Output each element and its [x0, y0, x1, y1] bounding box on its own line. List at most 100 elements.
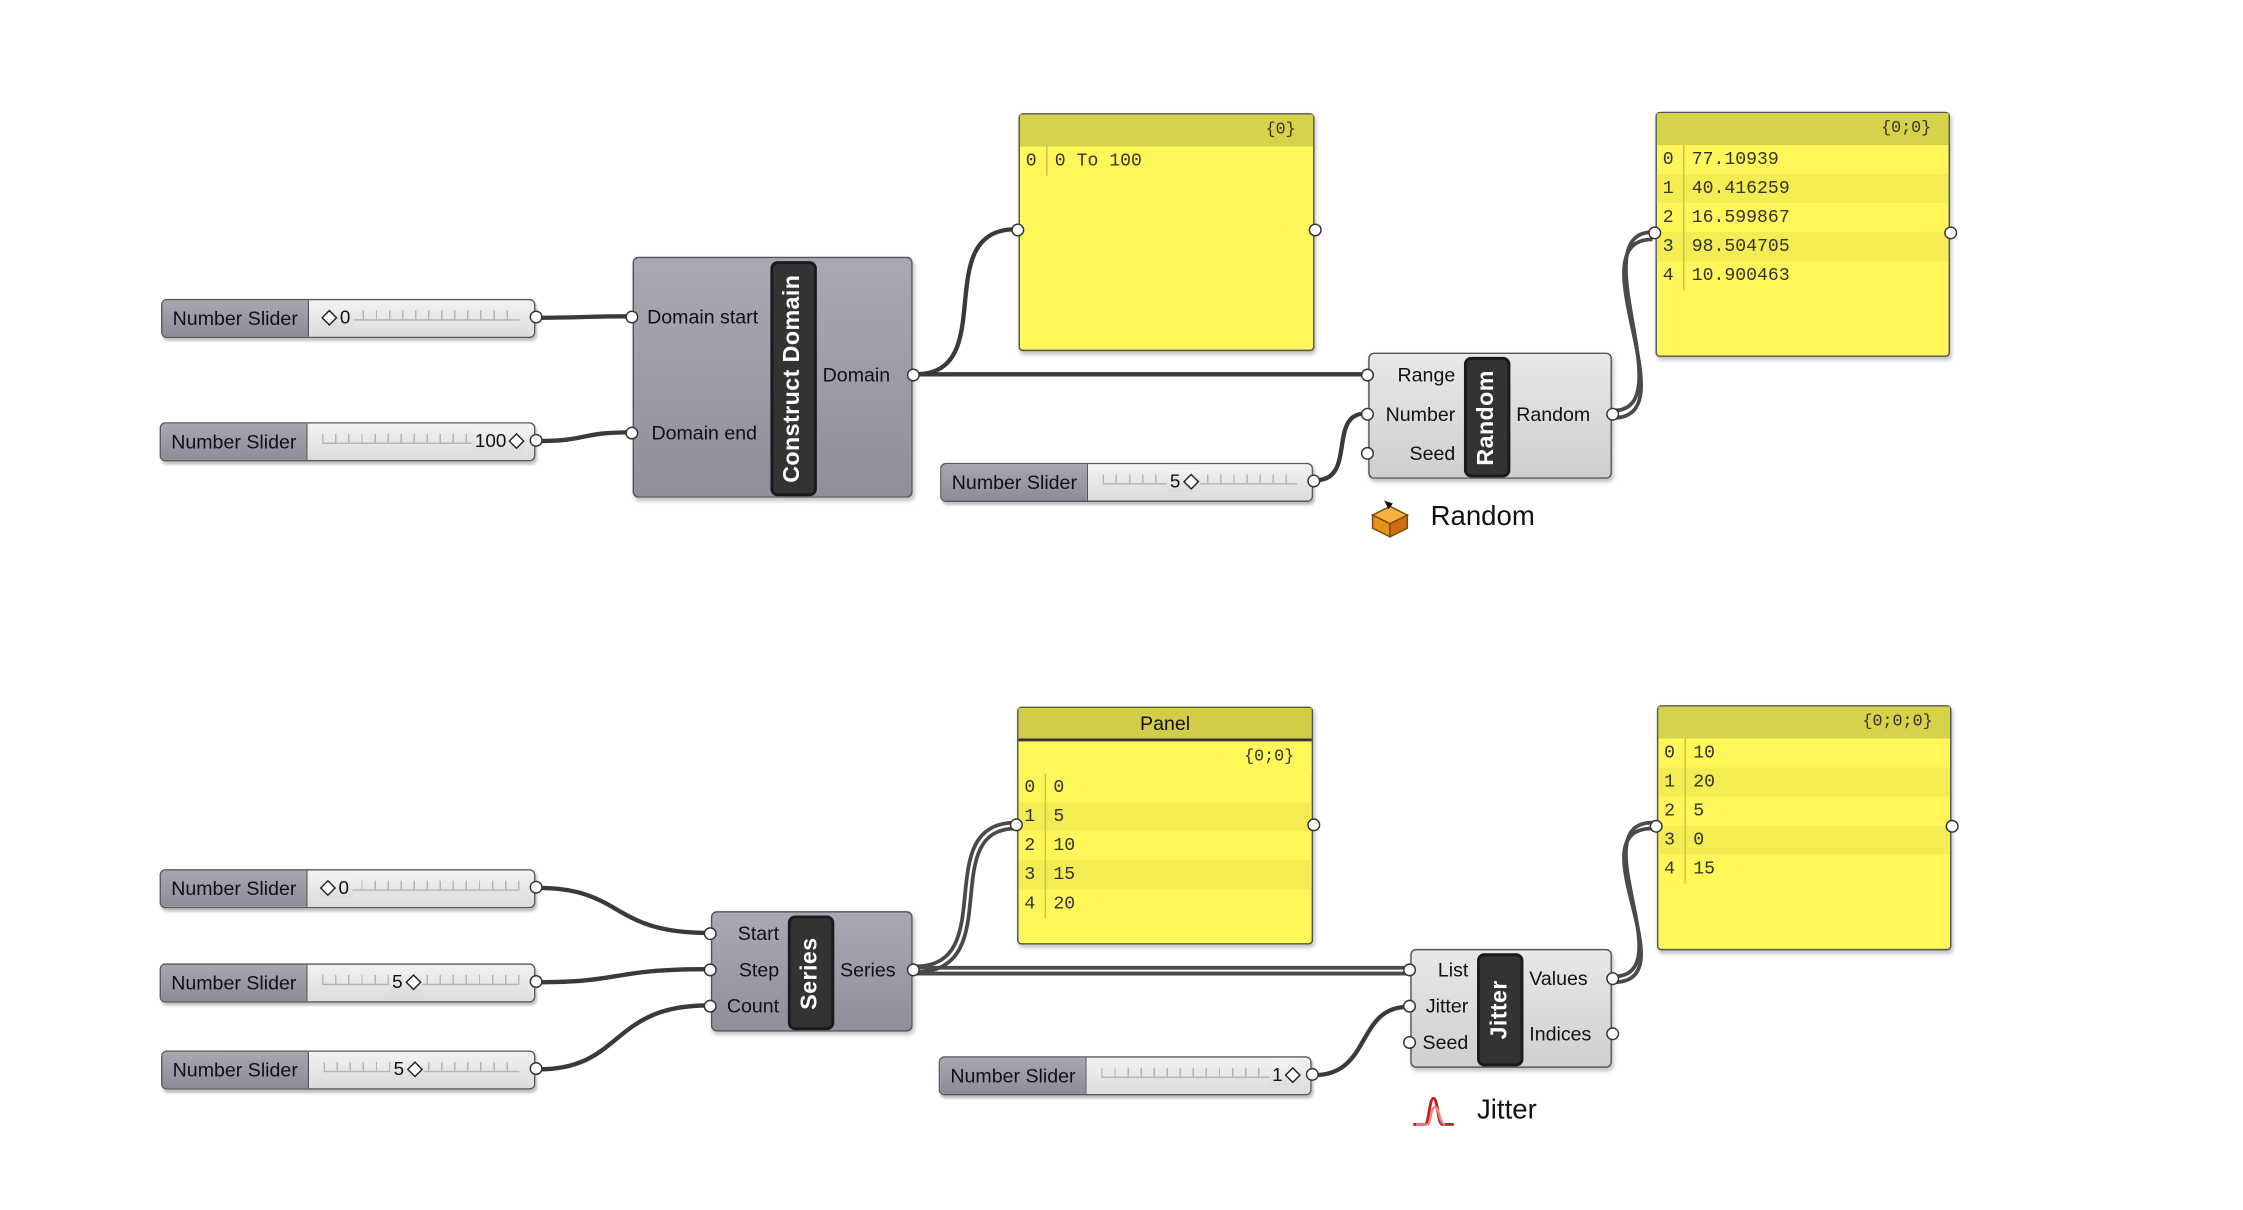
input-port-seed[interactable]: [1403, 1035, 1417, 1050]
slider-track[interactable]: 5: [1088, 464, 1312, 501]
slider-track[interactable]: 100: [307, 423, 534, 460]
input-port-domain-end[interactable]: [625, 426, 639, 440]
output-port-series[interactable]: [906, 963, 920, 977]
slider-label: Number Slider: [162, 1051, 310, 1089]
slider-grip[interactable]: 5: [390, 1057, 423, 1080]
output-label-indices: Indices: [1529, 1022, 1592, 1045]
jitter-caption: Jitter: [1410, 1093, 1537, 1131]
input-port[interactable]: [1011, 223, 1025, 237]
slider-grip-icon: [321, 308, 338, 326]
slider-random-number[interactable]: Number Slider 5: [940, 462, 1321, 503]
output-label-random: Random: [1516, 403, 1591, 426]
output-port-domain[interactable]: [906, 368, 920, 382]
slider-track[interactable]: 1: [1087, 1057, 1311, 1094]
slider-grip[interactable]: 5: [389, 970, 422, 993]
slider-value: 0: [339, 306, 351, 328]
series-component[interactable]: Start Step Count Series Series: [703, 911, 920, 1032]
wire-random-to-panel-a: [1613, 230, 1653, 413]
slider-label: Number Slider: [161, 964, 308, 1002]
slider-domain-start[interactable]: Number Slider 0: [161, 298, 543, 339]
slider-track[interactable]: 5: [307, 964, 534, 1002]
output-port[interactable]: [529, 880, 543, 894]
output-port[interactable]: [1308, 223, 1322, 237]
jitter-curve-icon: [1413, 1096, 1454, 1126]
wire-series-start: [538, 885, 709, 936]
wire-domain-to-panel: [915, 227, 1016, 377]
output-port[interactable]: [1944, 226, 1958, 240]
slider-domain-end[interactable]: Number Slider 100: [159, 422, 543, 462]
input-port[interactable]: [1649, 819, 1663, 833]
input-port[interactable]: [1648, 226, 1662, 240]
slider-grip[interactable]: 5: [1166, 470, 1200, 492]
output-label-series: Series: [840, 959, 896, 981]
slider-track[interactable]: 0: [307, 870, 534, 907]
output-port[interactable]: [529, 433, 543, 447]
wire-series-to-panel-a: [915, 820, 1016, 969]
input-label-jitter: Jitter: [1425, 995, 1469, 1018]
construct-domain-title: Construct Domain: [770, 261, 817, 497]
input-label-seed: Seed: [1409, 442, 1456, 465]
input-port-seed[interactable]: [1360, 446, 1375, 460]
input-label-domain-start: Domain start: [647, 306, 759, 328]
slider-value: 0: [338, 876, 349, 899]
output-port[interactable]: [1307, 818, 1321, 832]
input-port-range[interactable]: [1360, 368, 1375, 382]
panel-path: {0;0}: [1656, 113, 1949, 146]
output-port-indices[interactable]: [1606, 1027, 1620, 1041]
wire-domain-end: [538, 430, 629, 444]
random-component[interactable]: Range Number Seed Random Random: [1360, 352, 1620, 479]
slider-grip[interactable]: 0: [321, 306, 354, 328]
slider-track[interactable]: 5: [309, 1051, 534, 1089]
panel-path: {0}: [1019, 114, 1314, 147]
slider-series-step[interactable]: Number Slider 5: [159, 963, 543, 1003]
input-port-number[interactable]: [1360, 407, 1375, 421]
jitter-title: Jitter: [1477, 953, 1524, 1067]
input-port-start[interactable]: [703, 927, 717, 941]
panel-title: Panel: [1018, 708, 1312, 742]
jitter-component[interactable]: List Jitter Seed Jitter Values Indices: [1403, 948, 1620, 1068]
slider-series-start[interactable]: Number Slider 0: [159, 869, 543, 909]
slider-grip[interactable]: 1: [1269, 1063, 1302, 1086]
input-port-step[interactable]: [703, 963, 717, 977]
slider-grip[interactable]: 100: [471, 429, 526, 452]
output-port[interactable]: [529, 975, 543, 989]
slider-track[interactable]: 0: [309, 300, 534, 337]
slider-value: 5: [392, 970, 403, 993]
input-port-domain-start[interactable]: [625, 310, 639, 324]
slider-value: 100: [474, 429, 507, 452]
input-label-range: Range: [1397, 364, 1456, 386]
output-port[interactable]: [1945, 819, 1959, 833]
slider-label: Number Slider: [940, 1057, 1088, 1094]
slider-jitter-value[interactable]: Number Slider 1: [938, 1056, 1319, 1096]
input-port-jitter[interactable]: [1403, 999, 1417, 1013]
slider-ticks: [323, 310, 520, 321]
slider-grip[interactable]: 0: [319, 876, 352, 899]
slider-grip-icon: [1182, 472, 1199, 490]
output-port[interactable]: [529, 310, 543, 324]
construct-domain-component[interactable]: Domain start Domain end Construct Domain…: [625, 256, 920, 498]
output-port[interactable]: [529, 1062, 543, 1076]
output-port[interactable]: [1305, 1067, 1319, 1081]
output-port[interactable]: [1307, 474, 1321, 488]
output-port-values[interactable]: [1606, 972, 1620, 986]
random-caption: Random: [1370, 498, 1535, 539]
input-port-list[interactable]: [1403, 963, 1417, 977]
slider-series-count[interactable]: Number Slider 5: [161, 1050, 543, 1090]
wire-values-to-panel-a: [1613, 820, 1653, 979]
output-port-random[interactable]: [1606, 407, 1620, 421]
input-port[interactable]: [1009, 818, 1023, 832]
input-port-count[interactable]: [703, 999, 717, 1013]
